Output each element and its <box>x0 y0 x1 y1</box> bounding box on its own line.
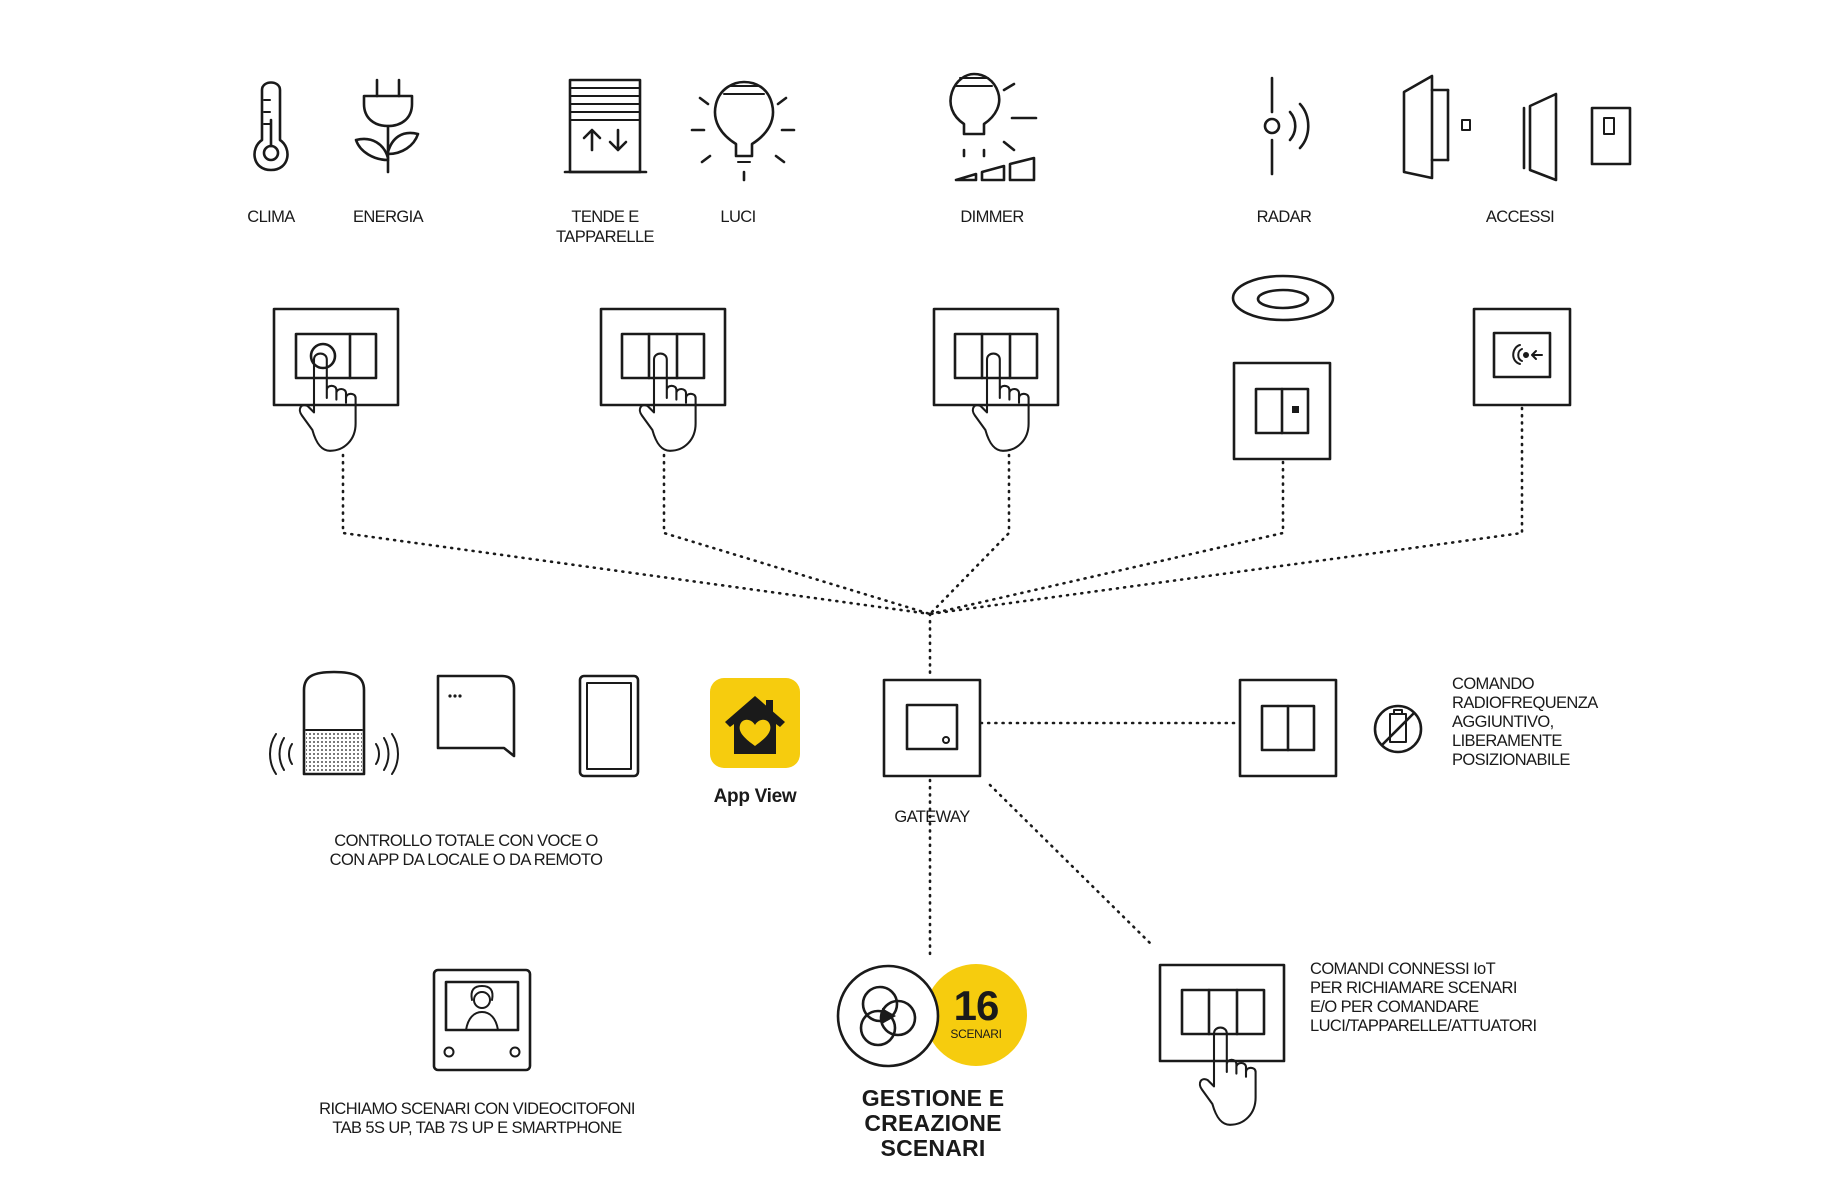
iot-commands-line4: LUCI/TAPPARELLE/ATTUATORI <box>1310 1017 1536 1035</box>
scenario-count-label: SCENARI <box>950 1027 1001 1041</box>
blind-shutter-icon <box>563 78 648 174</box>
videodoor-caption-line2: TAB 5S UP, TAB 7S UP E SMARTPHONE <box>332 1119 622 1137</box>
plug-plant-icon <box>354 78 420 174</box>
device-access-reader <box>1472 307 1572 407</box>
scenario-count: 16 <box>954 982 999 1029</box>
chat-bubble-device <box>436 674 516 758</box>
device-dimmer-switch <box>932 307 1060 452</box>
accessi-group: ACCESSI <box>1402 74 1632 226</box>
energia-group: ENERGIA <box>353 78 424 226</box>
scenarios-title-line2: CREAZIONE <box>864 1110 1001 1136</box>
device-radar-sensor <box>1231 274 1335 461</box>
pointing-hand-icon <box>1198 1026 1257 1126</box>
gateway-label: GATEWAY <box>894 808 970 826</box>
gateway: GATEWAY <box>882 678 982 826</box>
scenarios: 16 SCENARI GESTIONE E CREAZIONE SCENARI <box>836 964 1027 1161</box>
dimmer-group: DIMMER <box>949 72 1038 226</box>
no-battery-icon <box>1373 704 1423 754</box>
scenario-count-badge <box>925 964 1027 1066</box>
thermometer-icon <box>253 81 289 172</box>
smart-speaker <box>269 670 399 776</box>
iot-commands-line3: E/O PER COMANDARE <box>1310 998 1479 1016</box>
iot-commands-line2: PER RICHIAMARE SCENARI <box>1310 979 1517 997</box>
pointing-hand-icon <box>298 352 357 452</box>
app-view[interactable]: App View <box>710 678 800 807</box>
videodoor-caption-line1: RICHIAMO SCENARI CON VIDEOCITOFONI <box>319 1100 635 1118</box>
scenario-play-icon <box>859 985 917 1047</box>
radar-group: RADAR <box>1257 76 1313 226</box>
radio-command-line2: RADIOFREQUENZA <box>1452 694 1598 712</box>
scenarios-title-line1: GESTIONE E <box>862 1085 1005 1111</box>
ceiling-sensor-icon <box>1231 274 1335 322</box>
device-triple-switch <box>599 307 727 452</box>
scenarios-title-line3: SCENARI <box>881 1135 986 1161</box>
control-caption-line1: CONTROLLO TOTALE CON VOCE O <box>334 832 598 850</box>
home-heart-icon <box>725 696 785 754</box>
connection-lines <box>341 406 1524 957</box>
video-door-entry: RICHIAMO SCENARI CON VIDEOCITOFONI TAB 5… <box>319 968 635 1137</box>
rfid-icon <box>1512 344 1543 365</box>
dimmer-label: DIMMER <box>960 208 1024 226</box>
device-single-switch <box>272 307 400 452</box>
radar-label: RADAR <box>1257 208 1312 226</box>
light-bulb-icon <box>690 80 796 182</box>
energia-label: ENERGIA <box>353 208 424 226</box>
control-caption-line2: CON APP DA LOCALE O DA REMOTO <box>330 851 603 869</box>
tende-group: TENDE E TAPPARELLE <box>556 78 655 246</box>
radio-command-line4: LIBERAMENTE <box>1452 732 1562 750</box>
radio-command-line5: POSIZIONABILE <box>1452 751 1570 769</box>
sound-waves-icon <box>269 733 399 775</box>
smartphone <box>578 674 640 778</box>
tende-label-line1: TENDE E <box>571 208 639 226</box>
accessi-label: ACCESSI <box>1486 208 1554 226</box>
app-view-label: App View <box>714 786 797 807</box>
person-icon <box>465 985 499 1031</box>
iot-commands: COMANDI CONNESSI IoT PER RICHIAMARE SCEN… <box>1158 960 1537 1126</box>
radio-command-line1: COMANDO <box>1452 675 1535 693</box>
radar-sensor-icon <box>1263 76 1310 176</box>
radio-command-line3: AGGIUNTIVO, <box>1452 713 1554 731</box>
tende-label-line2: TAPPARELLE <box>556 228 655 246</box>
dimmer-bulb-icon <box>949 72 1038 182</box>
iot-commands-line1: COMANDI CONNESSI IoT <box>1310 960 1496 978</box>
clima-group: CLIMA <box>247 81 296 226</box>
radio-command: COMANDO RADIOFREQUENZA AGGIUNTIVO, LIBER… <box>1238 675 1599 778</box>
doors-icon <box>1402 74 1632 182</box>
luci-group: LUCI <box>690 80 796 226</box>
clima-label: CLIMA <box>247 208 295 226</box>
luci-label: LUCI <box>720 208 755 226</box>
